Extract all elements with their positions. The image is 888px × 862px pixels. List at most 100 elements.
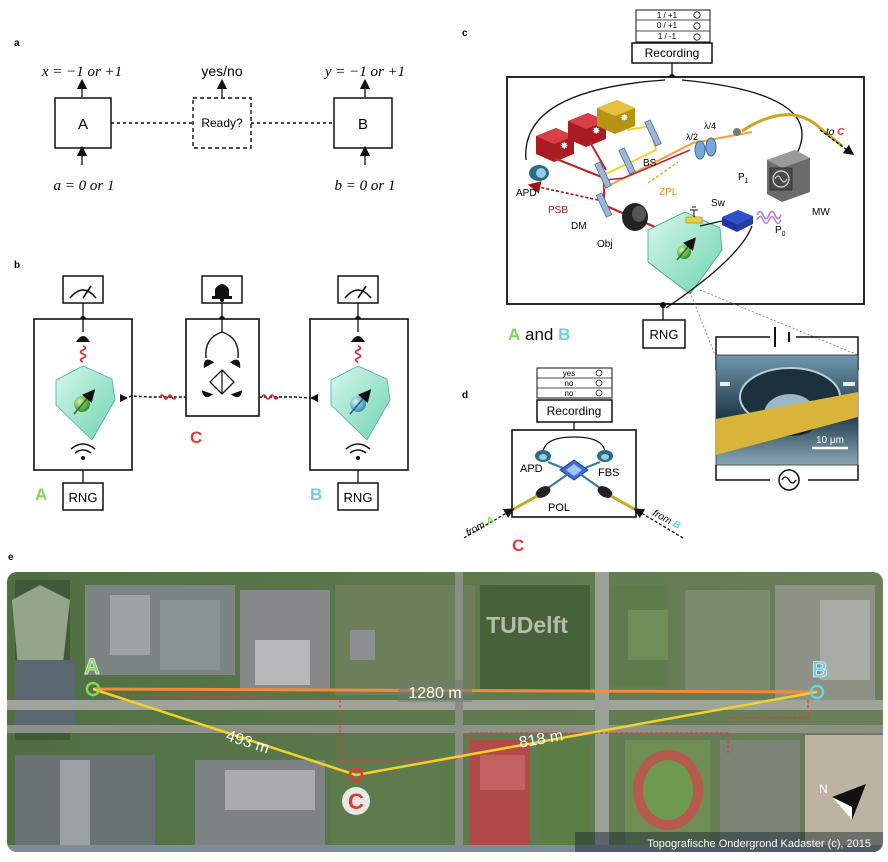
panel-b-letter: b	[14, 260, 20, 271]
record-row-2: 0 / +1	[657, 21, 678, 30]
output-yesno-label: yes/no	[201, 63, 242, 79]
clock-icon	[595, 379, 603, 387]
label-fbs: FBS	[598, 467, 619, 479]
node-C-box	[185, 318, 260, 417]
panel-c: 1 / +1 0 / +1 1 / -1 Recording ✸ ✸ ✸	[506, 9, 865, 491]
output-x-label: x = −1 or +1	[41, 64, 122, 80]
rng-box-A	[62, 482, 104, 511]
map-credit: Topografische Ondergrond Kadaster (c), 2…	[647, 838, 871, 850]
label-bs: BS	[643, 158, 657, 169]
label-mw: MW	[812, 207, 830, 218]
dm-icon	[595, 192, 613, 218]
label-sw: Sw	[711, 198, 726, 209]
panel-b: RNG RNG A C B	[33, 275, 409, 511]
label-psb: PSB	[548, 205, 568, 216]
label-B: B	[310, 485, 322, 504]
marker-C	[348, 767, 364, 783]
rng-label-B: RNG	[344, 490, 373, 505]
clock-icon	[693, 11, 701, 19]
meter-icon-A	[62, 275, 104, 304]
detector-icon-A	[76, 336, 90, 342]
panel-c-letter: c	[462, 28, 468, 39]
label-A: A	[35, 485, 47, 504]
waveplate-quarter-icon	[705, 137, 717, 157]
mirror-icon	[644, 119, 662, 147]
svg-text:✸: ✸	[560, 141, 568, 152]
box-A-label: A	[78, 116, 88, 133]
label-p1: P1	[738, 172, 749, 185]
label-c-d: C	[512, 536, 524, 555]
line-C-B	[355, 690, 818, 777]
rng-box-c	[642, 319, 686, 349]
box-B-label: B	[358, 116, 368, 133]
clock-icon	[595, 389, 603, 397]
laser-icon: ✸	[597, 100, 635, 134]
wireless-icon-B	[345, 443, 371, 454]
microwave-source-icon	[767, 150, 810, 202]
bs-icon	[618, 147, 636, 175]
label-pol: POL	[548, 502, 570, 514]
record-table-c	[635, 9, 711, 43]
objective-icon	[622, 203, 648, 231]
marker-A	[85, 681, 101, 697]
label-lambda4: λ/4	[704, 121, 716, 131]
rng-box-B	[337, 482, 379, 511]
rng-label-A: RNG	[69, 490, 98, 505]
clock-icon	[595, 369, 603, 377]
rng-label-c: RNG	[650, 327, 679, 342]
map-label-A: A	[84, 654, 100, 679]
svg-text:✸: ✸	[592, 126, 600, 137]
recording-label-d: Recording	[547, 404, 602, 418]
bell-icon	[201, 275, 243, 304]
dist-A-B: 1280 m	[408, 685, 461, 702]
label-from-b: from B	[651, 508, 683, 532]
waveplate-half-icon	[694, 140, 706, 160]
photon-wiggle-A	[79, 345, 87, 363]
line-A-C	[92, 687, 357, 777]
apd-icon	[529, 165, 549, 181]
clock-icon	[693, 33, 701, 41]
polarizer-icon	[535, 486, 551, 498]
output-y-label: y = −1 or +1	[323, 64, 405, 80]
box-ready-label: Ready?	[201, 116, 243, 130]
svg-text:✸: ✸	[620, 113, 628, 124]
label-dm: DM	[571, 221, 587, 232]
laser-icon: ✸	[568, 113, 606, 147]
recording-label-c: Recording	[645, 46, 700, 60]
label-C: C	[190, 428, 202, 447]
label-lambda2: λ/2	[686, 132, 698, 142]
box-A	[54, 97, 112, 149]
polarizer-icon	[597, 486, 613, 498]
label-p0: P0	[775, 225, 786, 238]
input-b-label: b = 0 or 1	[335, 178, 396, 194]
panel-a-letter: a	[14, 38, 20, 49]
switch-icon	[722, 210, 753, 232]
input-a-label: a = 0 or 1	[54, 178, 115, 194]
scale-bar-label: 10 μm	[816, 435, 844, 446]
svg-text:N: N	[819, 782, 828, 796]
map-panel: TUDelft 1280 m 493 m 818 m A B C	[7, 572, 883, 852]
record-row-d3: no	[565, 389, 574, 398]
record-table-d	[536, 367, 613, 399]
wireless-icon-A	[70, 443, 96, 454]
photon-wiggle-B	[354, 345, 362, 363]
meter-icon-B	[337, 275, 379, 304]
panel-a: x = −1 or +1 yes/no y = −1 or +1 A Ready…	[41, 63, 405, 194]
label-apd-d: APD	[520, 463, 543, 475]
map-label-C: C	[348, 789, 364, 814]
marker-B	[809, 684, 825, 700]
label-from-a: from A	[464, 515, 496, 539]
label-apd: APD	[516, 188, 537, 199]
a-and-b-label: A and B	[508, 325, 570, 344]
record-row-3: 1 / -1	[658, 32, 677, 41]
north-arrow-icon: N	[819, 782, 866, 820]
box-B	[333, 97, 393, 149]
label-obj: Obj	[597, 239, 613, 250]
panel-d: yes no no Recording	[463, 367, 684, 555]
clock-icon	[693, 22, 701, 30]
label-zpl: ZPL	[659, 187, 678, 198]
box-ready	[192, 97, 252, 149]
mirror-icon	[594, 161, 612, 189]
sem-inset: 10 μm	[715, 327, 859, 491]
panel-e-letter: e	[8, 552, 14, 563]
